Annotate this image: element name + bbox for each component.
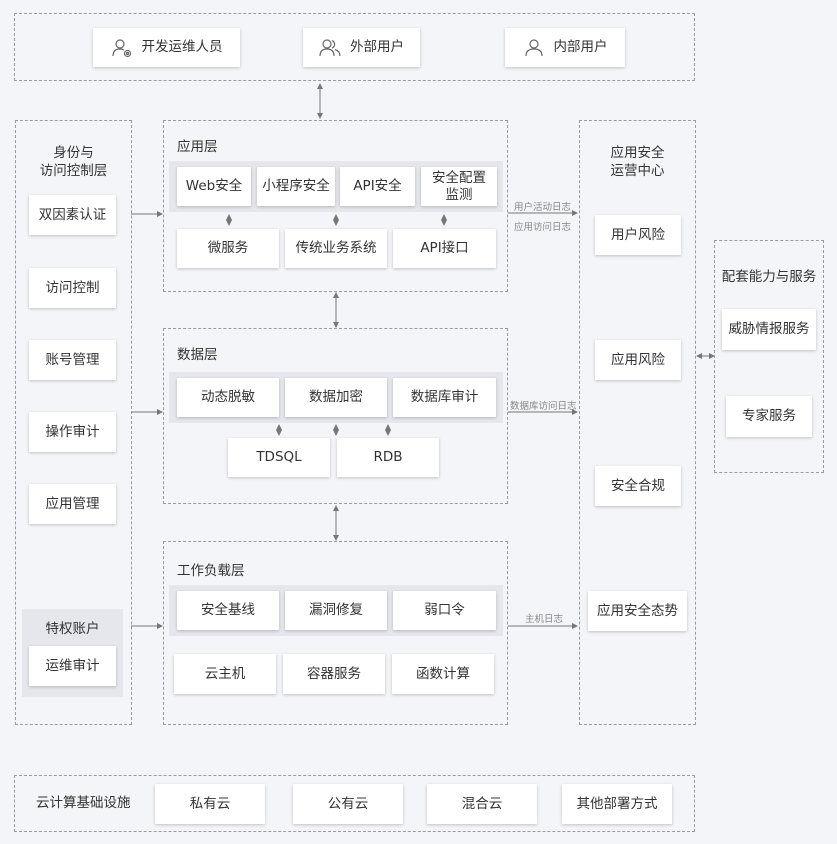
user-card-label: 开发运维人员 [141, 39, 223, 56]
data-layer-zone [163, 328, 508, 504]
data-item-dynamic-masking[interactable]: 动态脱敏 [177, 378, 279, 417]
app-layer-title: 应用层 [177, 139, 218, 155]
workload-item-weak-password[interactable]: 弱口令 [393, 591, 496, 630]
identity-title: 身份与 访问控制层 [39, 145, 108, 180]
user-card-label: 外部用户 [350, 39, 404, 56]
app-item-microservice[interactable]: 微服务 [177, 229, 279, 268]
user-card-internal[interactable]: 内部用户 [505, 28, 625, 67]
infra-item-private-cloud[interactable]: 私有云 [155, 784, 265, 824]
workload-item-function[interactable]: 函数计算 [392, 654, 494, 694]
users-zone [14, 13, 695, 81]
infra-item-public-cloud[interactable]: 公有云 [293, 784, 403, 824]
support-item-expert[interactable]: 专家服务 [726, 396, 812, 437]
support-title: 配套能力与服务 [721, 269, 817, 285]
app-item-miniprogram-security[interactable]: 小程序安全 [257, 167, 335, 206]
data-item-rdb[interactable]: RDB [337, 438, 439, 477]
data-item-tdsql[interactable]: TDSQL [228, 438, 330, 477]
app-item-config-monitor[interactable]: 安全配置 监测 [421, 167, 497, 206]
soc-zone [579, 120, 696, 725]
support-zone [714, 240, 824, 473]
user-card-external[interactable]: 外部用户 [303, 28, 420, 67]
internal-user-icon [524, 38, 543, 56]
soc-item-app-risk[interactable]: 应用风险 [595, 340, 681, 380]
external-users-icon [319, 38, 341, 56]
user-card-label: 内部用户 [553, 39, 608, 56]
app-item-api-interface[interactable]: API接口 [393, 229, 496, 268]
soc-item-user-risk[interactable]: 用户风险 [595, 215, 681, 255]
soc-title: 应用安全 运营中心 [610, 145, 665, 180]
app-layer-zone [163, 120, 508, 292]
identity-item-account-mgmt[interactable]: 账号管理 [29, 340, 116, 380]
infra-item-other-deployment[interactable]: 其他部署方式 [562, 784, 672, 824]
privileged-item-ops-audit[interactable]: 运维审计 [29, 646, 116, 686]
infra-zone [14, 775, 695, 832]
identity-zone [15, 120, 132, 725]
log-label-db-access: 数据库访问日志 [510, 401, 577, 412]
data-item-encryption[interactable]: 数据加密 [285, 378, 387, 417]
workload-item-container[interactable]: 容器服务 [283, 654, 385, 694]
identity-item-app-mgmt[interactable]: 应用管理 [29, 484, 116, 524]
workload-item-cvm[interactable]: 云主机 [174, 654, 276, 694]
data-item-db-audit[interactable]: 数据库审计 [393, 378, 496, 417]
soc-item-compliance[interactable]: 安全合规 [595, 466, 681, 506]
app-item-legacy-system[interactable]: 传统业务系统 [285, 229, 387, 268]
infra-title: 云计算基础设施 [36, 795, 131, 811]
privileged-account-title: 特权账户 [45, 621, 100, 637]
workload-layer-zone [163, 541, 508, 725]
log-label-user-activity: 用户活动日志 [514, 202, 572, 213]
identity-item-operation-audit[interactable]: 操作审计 [29, 412, 116, 452]
workload-layer-title: 工作负载层 [177, 563, 245, 579]
log-label-host: 主机日志 [525, 614, 564, 625]
support-item-threat-intel[interactable]: 威胁情报服务 [722, 309, 816, 350]
app-item-api-security[interactable]: API安全 [340, 167, 415, 206]
workload-item-vuln-fix[interactable]: 漏洞修复 [285, 591, 387, 630]
soc-item-security-posture[interactable]: 应用安全态势 [588, 591, 687, 631]
app-item-web-security[interactable]: Web安全 [177, 167, 251, 206]
infra-item-hybrid-cloud[interactable]: 混合云 [427, 784, 537, 824]
user-card-devops[interactable]: 开发运维人员 [93, 28, 240, 67]
workload-item-baseline[interactable]: 安全基线 [177, 591, 279, 630]
data-layer-title: 数据层 [177, 347, 218, 363]
identity-item-2fa[interactable]: 双因素认证 [29, 195, 116, 235]
identity-item-access-control[interactable]: 访问控制 [29, 268, 116, 308]
dev-ops-user-icon [111, 38, 131, 57]
log-label-app-access: 应用访问日志 [514, 222, 572, 233]
